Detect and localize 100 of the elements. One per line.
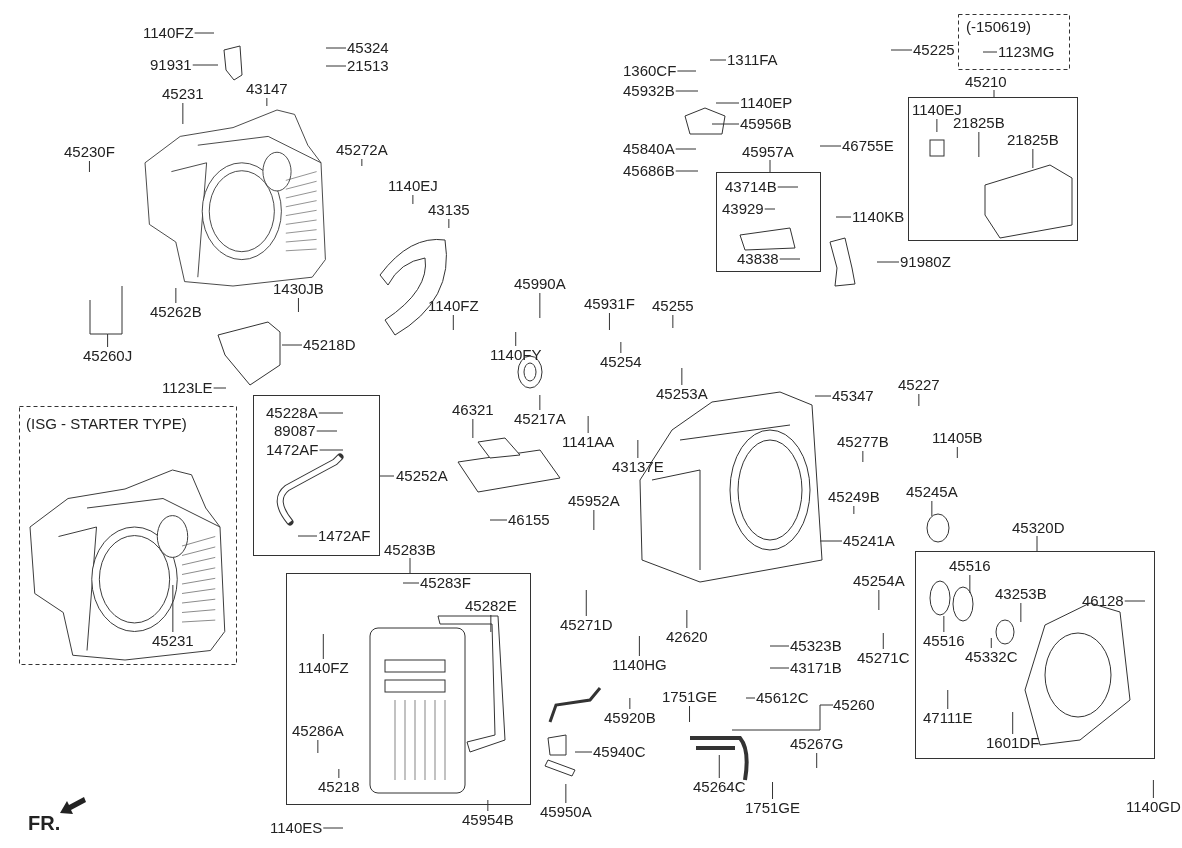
callout-number: 45260 — [833, 696, 875, 714]
leader-line — [213, 387, 227, 389]
leader-line — [779, 258, 801, 260]
leader-line — [593, 509, 595, 531]
leader-line — [819, 540, 843, 542]
group-label: (ISG - STARTER TYPE) — [26, 415, 187, 433]
leader-line — [731, 704, 834, 731]
callout-number: 91931 — [150, 56, 192, 74]
leader-line — [585, 589, 587, 617]
leader-line — [676, 70, 697, 72]
leader-line — [192, 64, 219, 66]
leader-line — [853, 505, 855, 515]
callout-number: 45940C — [593, 743, 646, 761]
callout-number: 45324 — [347, 39, 389, 57]
leader-line — [452, 314, 454, 331]
leader-line — [361, 158, 363, 167]
callout-number: 1123LE — [162, 379, 213, 397]
callout-number: 45686B — [623, 162, 675, 180]
leader-line — [675, 90, 699, 92]
leader-line — [175, 287, 177, 304]
leader-line — [297, 297, 299, 313]
callout-number: 1430JB — [273, 280, 324, 298]
callout-number: 45332C — [965, 648, 1018, 666]
group-label: 45252A — [396, 467, 448, 485]
callout-number: 1140GD — [1126, 798, 1181, 816]
leader-line — [297, 535, 318, 537]
leader-line — [777, 186, 799, 188]
callout-number: 1360CF — [623, 62, 677, 80]
leader-line — [281, 344, 303, 346]
callout-number: 45277B — [837, 433, 889, 451]
leader-line — [587, 415, 589, 434]
callout-number: 45347 — [832, 387, 874, 405]
callout-number: 1140EP — [740, 94, 793, 112]
leader-line — [1020, 602, 1022, 623]
callout-number: 43253B — [995, 585, 1047, 603]
callout-number: 45225 — [913, 41, 955, 59]
callout-number: 43137E — [612, 458, 664, 476]
leader-line — [769, 667, 790, 669]
callout-number: 1140KB — [852, 208, 905, 226]
leader-line — [882, 632, 884, 650]
leader-line — [412, 194, 414, 205]
leader-line — [745, 697, 756, 699]
leader-line — [637, 439, 639, 459]
callout-number: 1140ES — [270, 819, 323, 837]
leader-line — [686, 609, 688, 629]
leader-line — [709, 59, 727, 61]
leader-line — [681, 367, 683, 386]
callout-number: 1140HG — [612, 656, 667, 674]
callout-number: 46155 — [508, 511, 550, 529]
leader-line — [402, 582, 420, 584]
leader-line — [182, 102, 184, 125]
leader-line — [88, 160, 90, 173]
leader-line — [947, 689, 949, 710]
callout-number: 45283F — [420, 574, 471, 592]
leader-line — [489, 519, 508, 521]
callout-number: 45255 — [652, 297, 694, 315]
callout-number: 45230F — [64, 143, 115, 161]
direction-label: FR. — [28, 812, 61, 834]
callout-number: 45612C — [756, 689, 809, 707]
leader-line — [918, 393, 920, 407]
callout-number: 45990A — [514, 275, 566, 293]
callout-number: 46128 — [1082, 592, 1124, 610]
leader-line — [338, 768, 340, 779]
leader-line — [620, 341, 622, 354]
callout-number: 45271D — [560, 616, 613, 634]
callout-number: 1140FZ — [298, 659, 349, 677]
leader-line — [819, 145, 842, 147]
leader-line — [638, 635, 640, 657]
leader-line — [814, 395, 832, 397]
leader-line — [772, 781, 773, 800]
callout-number: 45260J — [83, 347, 133, 365]
leader-line — [982, 51, 998, 53]
leader-line — [322, 827, 344, 829]
callout-number: 42620 — [666, 628, 708, 646]
callout-number: 43714B — [725, 178, 777, 196]
callout-number: 45254A — [853, 572, 905, 590]
leader-line — [675, 148, 697, 150]
callout-number: 45323B — [790, 637, 842, 655]
callout-number: 45932B — [623, 82, 675, 100]
callout-number: 45952A — [568, 492, 620, 510]
group-label: 45210 — [965, 73, 1007, 91]
leader-line — [318, 412, 344, 414]
callout-number: 45931F — [584, 295, 635, 313]
leader-line — [322, 633, 324, 660]
leader-line — [769, 645, 790, 647]
callout-number: 46321 — [452, 401, 494, 419]
leader-line — [990, 637, 992, 649]
callout-number: 45264C — [693, 778, 746, 796]
leader-line — [936, 118, 938, 133]
callout-number: 45516 — [923, 632, 965, 650]
leader-line — [317, 739, 319, 754]
callout-number: 11405B — [932, 429, 983, 447]
group-label: (-150619) — [966, 18, 1032, 36]
callout-number: 45227 — [898, 376, 940, 394]
callout-number: 1311FA — [727, 51, 778, 69]
callout-number: 45272A — [336, 141, 388, 159]
leader-line — [689, 705, 690, 723]
callout-number: 43171B — [790, 659, 842, 677]
callout-number: 45267G — [790, 735, 844, 753]
leader-line — [715, 102, 740, 104]
